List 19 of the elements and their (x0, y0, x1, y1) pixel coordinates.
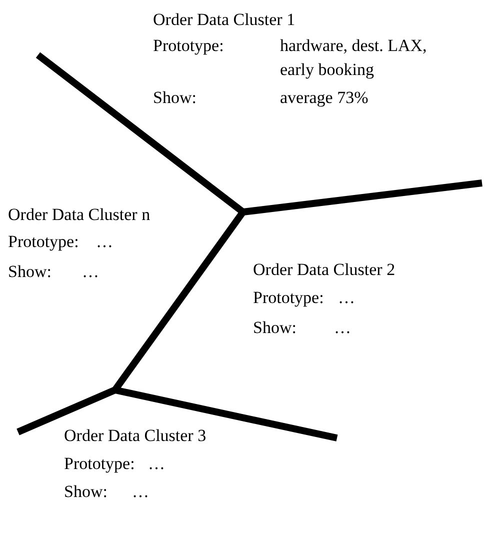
field-value: … (148, 453, 165, 475)
field-label: Show: (64, 481, 108, 503)
cluster-heading: Order Data Cluster n (8, 204, 150, 226)
field-label: Prototype: (64, 453, 135, 475)
field-label: Show: (253, 317, 296, 339)
field-value: … (334, 317, 351, 339)
field-value: … (82, 261, 99, 283)
field-label: Prototype: (8, 231, 79, 253)
field-value: … (338, 287, 355, 309)
field-value: average 73% (280, 87, 368, 109)
field-label: Prototype: (253, 287, 324, 309)
cluster-heading: Order Data Cluster 2 (253, 259, 396, 281)
field-label: Show: (8, 261, 52, 283)
field-value: … (132, 481, 149, 503)
field-label: Show: (153, 87, 196, 109)
field-label: Prototype: (153, 35, 224, 57)
cluster-heading: Order Data Cluster 1 (153, 9, 296, 31)
field-value: … (96, 231, 113, 253)
cluster-heading: Order Data Cluster 3 (64, 425, 206, 447)
